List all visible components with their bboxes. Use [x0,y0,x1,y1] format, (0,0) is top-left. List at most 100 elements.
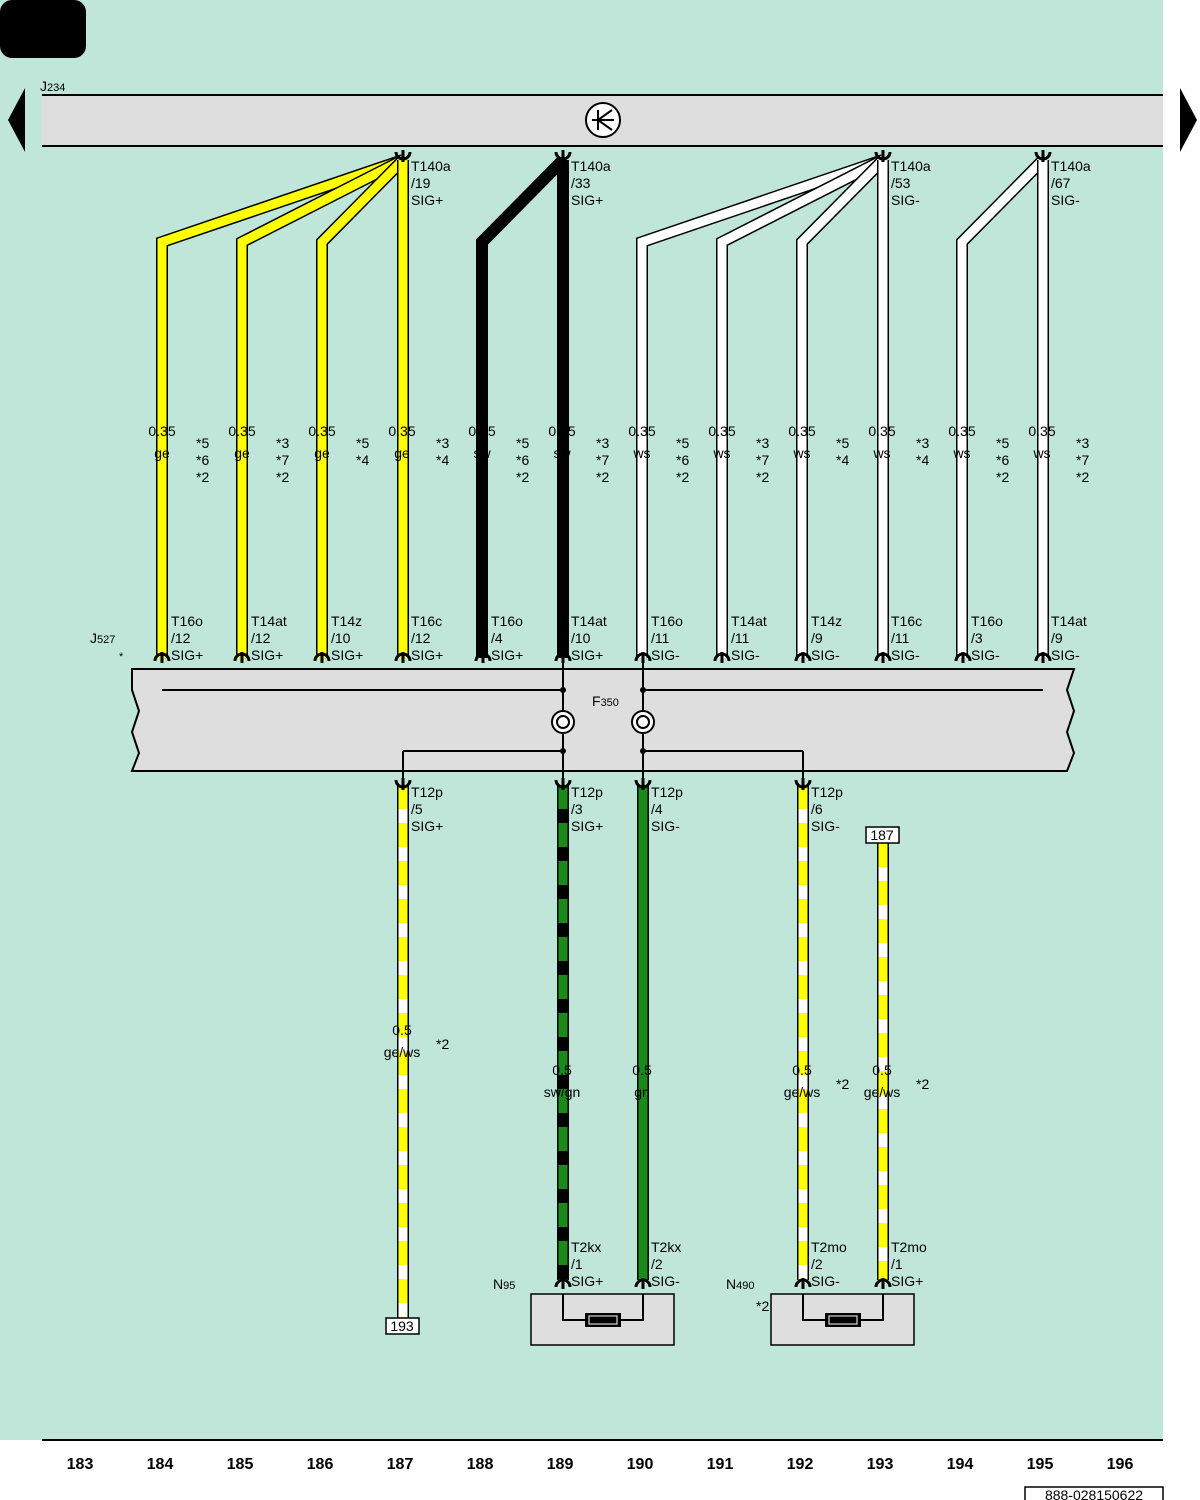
wire-note: *5 [676,435,689,451]
j234-pin-label: T140a [891,158,931,174]
wire-note: *2 [436,1036,449,1052]
upper-wire [477,156,567,658]
lower-pin-label: T12p [411,784,443,800]
j527-pin-label: SIG+ [411,647,443,663]
next-page-arrow-icon[interactable] [1180,88,1197,152]
j234-pin-label: /33 [571,175,591,191]
wire-note: *6 [196,452,209,468]
wire-color: ge/ws [784,1084,821,1100]
wire-note: *2 [276,469,289,485]
wire-color: ws [632,445,650,461]
wire-note: *5 [996,435,1009,451]
column-number: 188 [467,1456,494,1473]
j234-pin-label: /67 [1051,175,1071,191]
j527-junction-dots [560,687,646,754]
j527-pin-label: SIG+ [571,647,603,663]
lower-pin-label: T12p [571,784,603,800]
j527-pin-label: SIG- [811,647,840,663]
wire-size: 0.35 [548,423,575,439]
wire-note: *3 [436,435,449,451]
lower-pin-label: SIG+ [411,818,443,834]
device-pin-label: /2 [811,1256,823,1272]
column-number: 193 [867,1456,894,1473]
wire-size: 0.5 [632,1062,652,1078]
n95-label: N95 [493,1276,515,1292]
wire-color: ge [394,445,410,461]
j527-pin-label: SIG- [1051,647,1080,663]
wire-note: *6 [996,452,1009,468]
ref-box-187-label: 187 [870,827,894,843]
device-pin-label: T2mo [811,1239,847,1255]
j527-label: J527 [90,630,115,646]
f350-label: F350 [592,693,619,709]
j527-pin-label: SIG+ [491,647,523,663]
column-number: 187 [387,1456,414,1473]
ref-box-193[interactable]: 193 [385,1317,420,1335]
j234-pin-label: /19 [411,175,431,191]
column-number: 186 [307,1456,334,1473]
upper-wire-labels: 0.35 ge 0.35 ge 0.35 ge 0.35 ge 0.35 sw … [148,423,1055,461]
j527-pin-label: /3 [971,630,983,646]
j527-pin-label: SIG- [971,647,1000,663]
lower-pin-label: /5 [411,801,423,817]
ref-box-187[interactable]: 187 [865,826,900,844]
device-pin-label: SIG+ [891,1273,923,1289]
wire-size: 0.35 [148,423,175,439]
wire-size: 0.35 [308,423,335,439]
j527-pin-label: SIG- [891,647,920,663]
wire-note: *2 [836,1076,849,1092]
wire-note: *2 [596,469,609,485]
device-pin-label: T2kx [571,1239,601,1255]
column-number: 194 [947,1456,974,1473]
j527-pin-label: T14z [811,613,842,629]
j527-star: * [119,651,124,663]
wire-size: 0.35 [228,423,255,439]
wire-color: sw/gn [544,1084,581,1100]
prev-page-arrow-icon[interactable] [8,88,25,152]
wire-color: sw [553,445,571,461]
device-pin-label: T2mo [891,1239,927,1255]
j527-pin-label: SIG+ [171,647,203,663]
device-pin-label: SIG- [651,1273,680,1289]
device-pin-label: SIG+ [571,1273,603,1289]
wire-color: ws [1032,445,1050,461]
wire-color: ws [872,445,890,461]
wire-note: *2 [1076,469,1089,485]
wire-note: *7 [276,452,289,468]
j234-pin-label: SIG+ [571,192,603,208]
wire-size: 0.35 [1028,423,1055,439]
upper-wire-notes: *5 *6 *2 *3 *7 *2 *5 *4 *3 *4 *5 *6 *2 *… [196,435,1089,485]
wire-size: 0.35 [788,423,815,439]
lower-pin-label: T12p [811,784,843,800]
j527-pin-label: T16o [971,613,1003,629]
upper-wire [717,155,886,658]
j234-pin-label: T140a [411,158,451,174]
j234-pin-label: /53 [891,175,911,191]
f350-switch-contacts-icon [551,710,655,734]
lower-pin-label: /6 [811,801,823,817]
page-badge [0,0,86,58]
wire-note: *3 [756,435,769,451]
j234-pin-label: SIG- [891,192,920,208]
wire-color: ws [792,445,810,461]
wire-size: 0.5 [872,1062,892,1078]
lower-pin-label: SIG+ [571,818,603,834]
upper-wire [157,155,405,658]
wire-note: *3 [596,435,609,451]
wire-note: *5 [196,435,209,451]
j527-pin-label: T16o [651,613,683,629]
upper-wire [797,156,887,658]
j527-pin-label: SIG- [651,647,680,663]
wire-note: *4 [916,452,929,468]
j527-pin-label: T16o [171,613,203,629]
wire-note: *7 [756,452,769,468]
device-pin-label: /1 [891,1256,903,1272]
device-pin-label: SIG- [811,1273,840,1289]
wire-color: ws [952,445,970,461]
lower-pin-label: SIG- [811,818,840,834]
device-pin-label: T2kx [651,1239,681,1255]
column-number: 184 [147,1456,174,1473]
device-pin-labels: T2kx /1 SIG+ T2kx /2 SIG- T2mo /2 SIG- T… [571,1239,927,1289]
j527-module [130,668,1076,772]
